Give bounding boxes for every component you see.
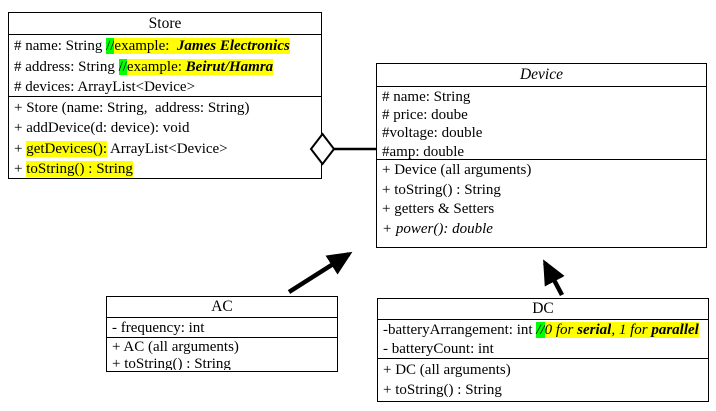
member-line: + toString() : String: [383, 382, 502, 398]
member-line: + DC (all arguments): [383, 362, 511, 378]
device-class-title: Device: [377, 64, 706, 87]
member-line: + toString() : String: [14, 160, 133, 177]
member-line: #voltage: double: [382, 125, 483, 142]
class-box-dc: DC -batteryArrangement: int //0 for seri…: [377, 298, 709, 402]
ac-attributes-compartment: - frequency: int: [107, 318, 337, 338]
member-line: + AC (all arguments): [112, 339, 239, 355]
member-line: - batteryCount: int: [383, 341, 494, 357]
member-line: + getters & Setters: [382, 201, 495, 217]
member-line: # name: String: [382, 89, 471, 105]
device-methods-compartment: + Device (all arguments) + toString() : S…: [377, 160, 706, 246]
member-line: + addDevice(d: device): void: [14, 120, 190, 137]
member-line: + getDevices(): ArrayList<Device>: [14, 140, 228, 157]
member-line: # price: doube: [382, 107, 468, 124]
member-line: -batteryArrangement: int //0 for serial,…: [383, 322, 699, 338]
class-box-ac: AC - frequency: int + AC (all arguments)…: [106, 296, 338, 372]
member-line: # address: String //example: Beirut/Hamr…: [14, 58, 274, 75]
member-line: + Device (all arguments): [382, 162, 532, 178]
member-line: + power(): double: [382, 220, 493, 237]
member-line: # name: String //example: James Electron…: [14, 38, 290, 54]
store-attributes-compartment: # name: String //example: James Electron…: [9, 35, 321, 97]
inheritance-arrow-ac-device: [287, 251, 353, 294]
member-line: + toString() : String: [382, 181, 501, 198]
member-line: #amp: double: [382, 143, 465, 160]
dc-methods-compartment: + DC (all arguments) + toString() : Strin…: [378, 359, 708, 400]
dc-class-title: DC: [378, 299, 708, 320]
class-box-store: Store # name: String //example: James El…: [8, 12, 322, 179]
member-line: + toString() : String: [112, 356, 231, 370]
store-methods-compartment: + Store (name: String, address: String) +…: [9, 97, 321, 178]
inheritance-arrow-dc-device: [543, 259, 565, 297]
member-line: - frequency: int: [112, 320, 205, 336]
member-line: + Store (name: String, address: String): [14, 100, 250, 116]
class-box-device: Device # name: String # price: doube#volt…: [376, 63, 707, 248]
dc-attributes-compartment: -batteryArrangement: int //0 for serial,…: [378, 320, 708, 359]
ac-methods-compartment: + AC (all arguments)+ toString() : Strin…: [107, 338, 337, 370]
store-class-title: Store: [9, 13, 321, 35]
ac-class-title: AC: [107, 297, 337, 318]
device-attributes-compartment: # name: String # price: doube#voltage: do…: [377, 87, 706, 160]
member-line: # devices: ArrayList<Device>: [14, 79, 196, 95]
